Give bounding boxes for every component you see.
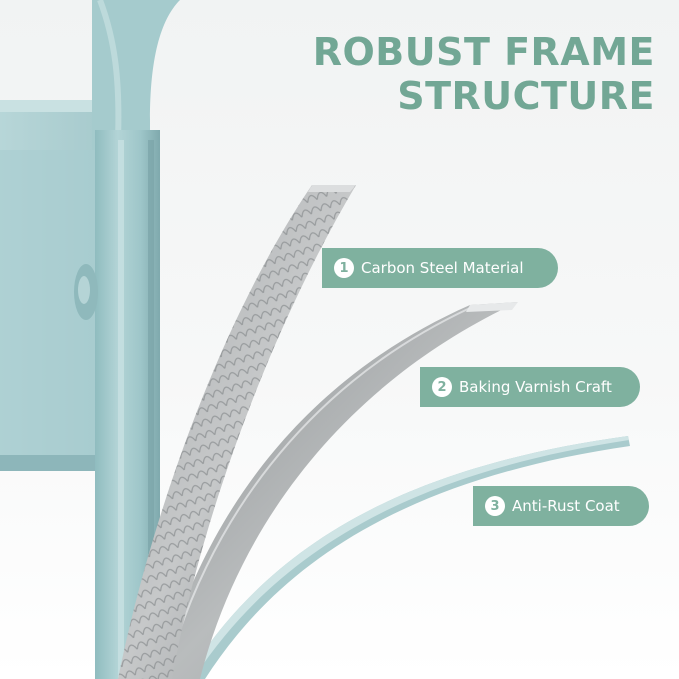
frame-connector-knob: [74, 264, 98, 320]
baking-varnish-layer: [160, 302, 518, 679]
headline: ROBUST FRAME STRUCTURE: [235, 30, 655, 118]
feature-number-1: 1: [334, 258, 354, 278]
feature-number-3: 3: [485, 496, 505, 516]
headline-line-1: ROBUST FRAME: [312, 30, 655, 74]
feature-badge-carbon-steel: 1 Carbon Steel Material: [322, 248, 558, 288]
cart-shelf: [0, 100, 120, 471]
anti-rust-coat-layer: [185, 436, 630, 679]
feature-badge-baking-varnish: 2 Baking Varnish Craft: [420, 367, 640, 407]
feature-label-3: Anti-Rust Coat: [512, 497, 620, 515]
feature-label-1: Carbon Steel Material: [361, 259, 524, 277]
feature-label-2: Baking Varnish Craft: [459, 378, 612, 396]
headline-line-2: STRUCTURE: [397, 74, 655, 118]
feature-number-2: 2: [432, 377, 452, 397]
carbon-steel-layer: [118, 185, 356, 679]
feature-badge-anti-rust: 3 Anti-Rust Coat: [473, 486, 649, 526]
